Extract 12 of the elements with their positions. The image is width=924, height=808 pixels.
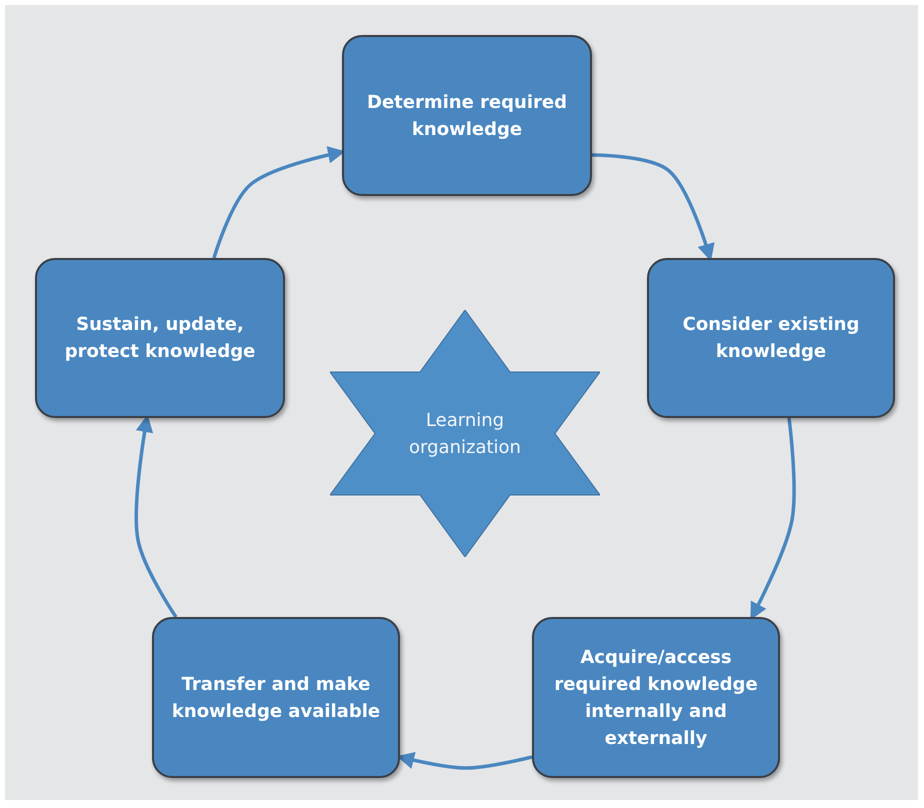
- process-box: [647, 258, 895, 418]
- node-label: Learning organization: [408, 408, 522, 460]
- process-box: [152, 617, 400, 778]
- node-label: Determine required knowledge: [366, 90, 568, 142]
- node-label: Acquire/access required knowledge internally and externally: [553, 646, 759, 750]
- node-label: Sustain, update, protect knowledge: [64, 313, 256, 364]
- star-shape: [330, 310, 600, 557]
- node-label: Consider existing knowledge: [682, 313, 860, 364]
- node-label: Transfer and make knowledge available: [170, 672, 382, 724]
- process-box: [342, 35, 592, 196]
- process-box: [35, 258, 285, 418]
- process-box: [532, 617, 780, 778]
